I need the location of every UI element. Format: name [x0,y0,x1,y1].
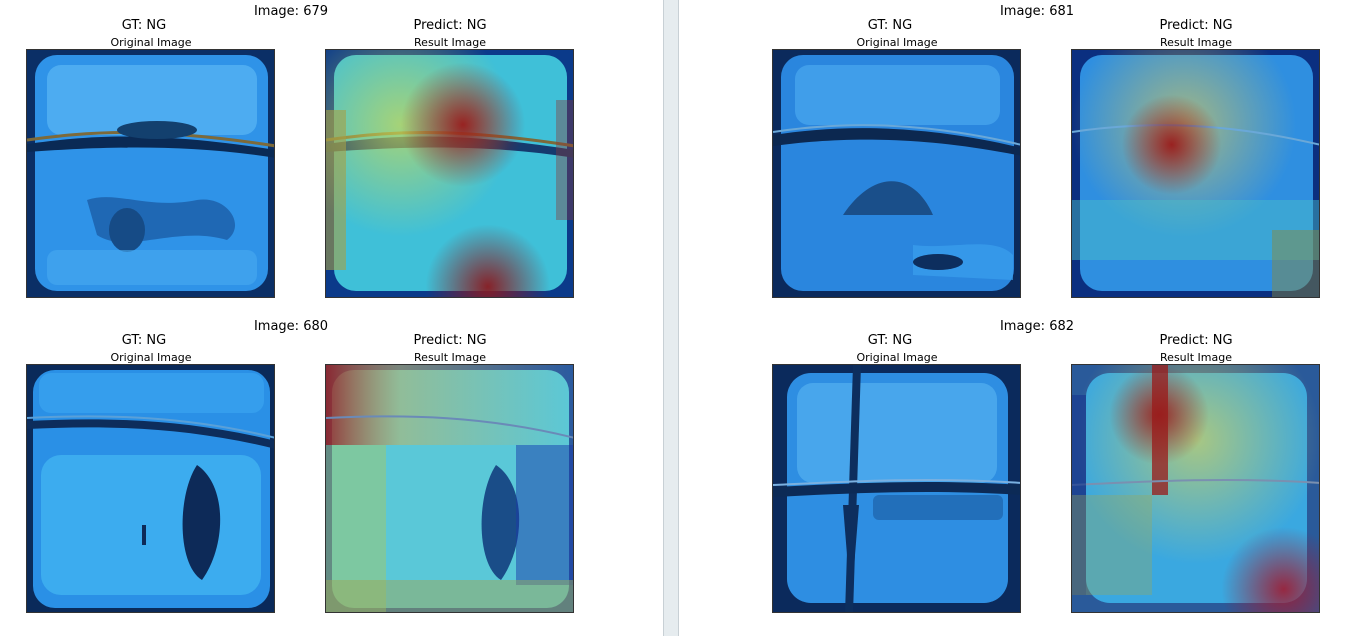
original-image-caption: Original Image [110,351,192,364]
gt-label: GT: NG [121,333,167,348]
panel-splitter[interactable] [663,0,679,636]
original-image-caption: Original Image [856,36,938,49]
original-image-caption: Original Image [110,36,192,49]
image-title: Image: 680 [253,319,329,334]
predict-label: Predict: NG [1159,18,1233,33]
gt-label: GT: NG [121,18,167,33]
result-panel-682: Image: 682 GT: NG Predict: NG Original I… [746,315,1346,630]
predict-label: Predict: NG [1159,333,1233,348]
original-image-caption: Original Image [856,351,938,364]
gt-label: GT: NG [867,333,913,348]
predict-label: Predict: NG [413,18,487,33]
image-title: Image: 681 [999,4,1075,19]
result-heatmap-image [1071,49,1320,298]
result-image-caption: Result Image [1160,36,1232,49]
original-image [772,364,1021,613]
result-image-caption: Result Image [414,36,486,49]
result-heatmap-image [325,49,574,298]
predict-label: Predict: NG [413,333,487,348]
original-image [26,364,275,613]
original-image [772,49,1021,298]
result-panel-680: Image: 680 GT: NG Predict: NG Original I… [0,315,600,630]
result-panel-679: Image: 679 GT: NG Predict: NG Original I… [0,0,600,315]
result-image-caption: Result Image [414,351,486,364]
image-title: Image: 682 [999,319,1075,334]
result-heatmap-image [1071,364,1320,613]
image-title: Image: 679 [253,4,329,19]
gt-label: GT: NG [867,18,913,33]
original-image [26,49,275,298]
result-panel-681: Image: 681 GT: NG Predict: NG Original I… [746,0,1346,315]
result-image-caption: Result Image [1160,351,1232,364]
result-heatmap-image [325,364,574,613]
